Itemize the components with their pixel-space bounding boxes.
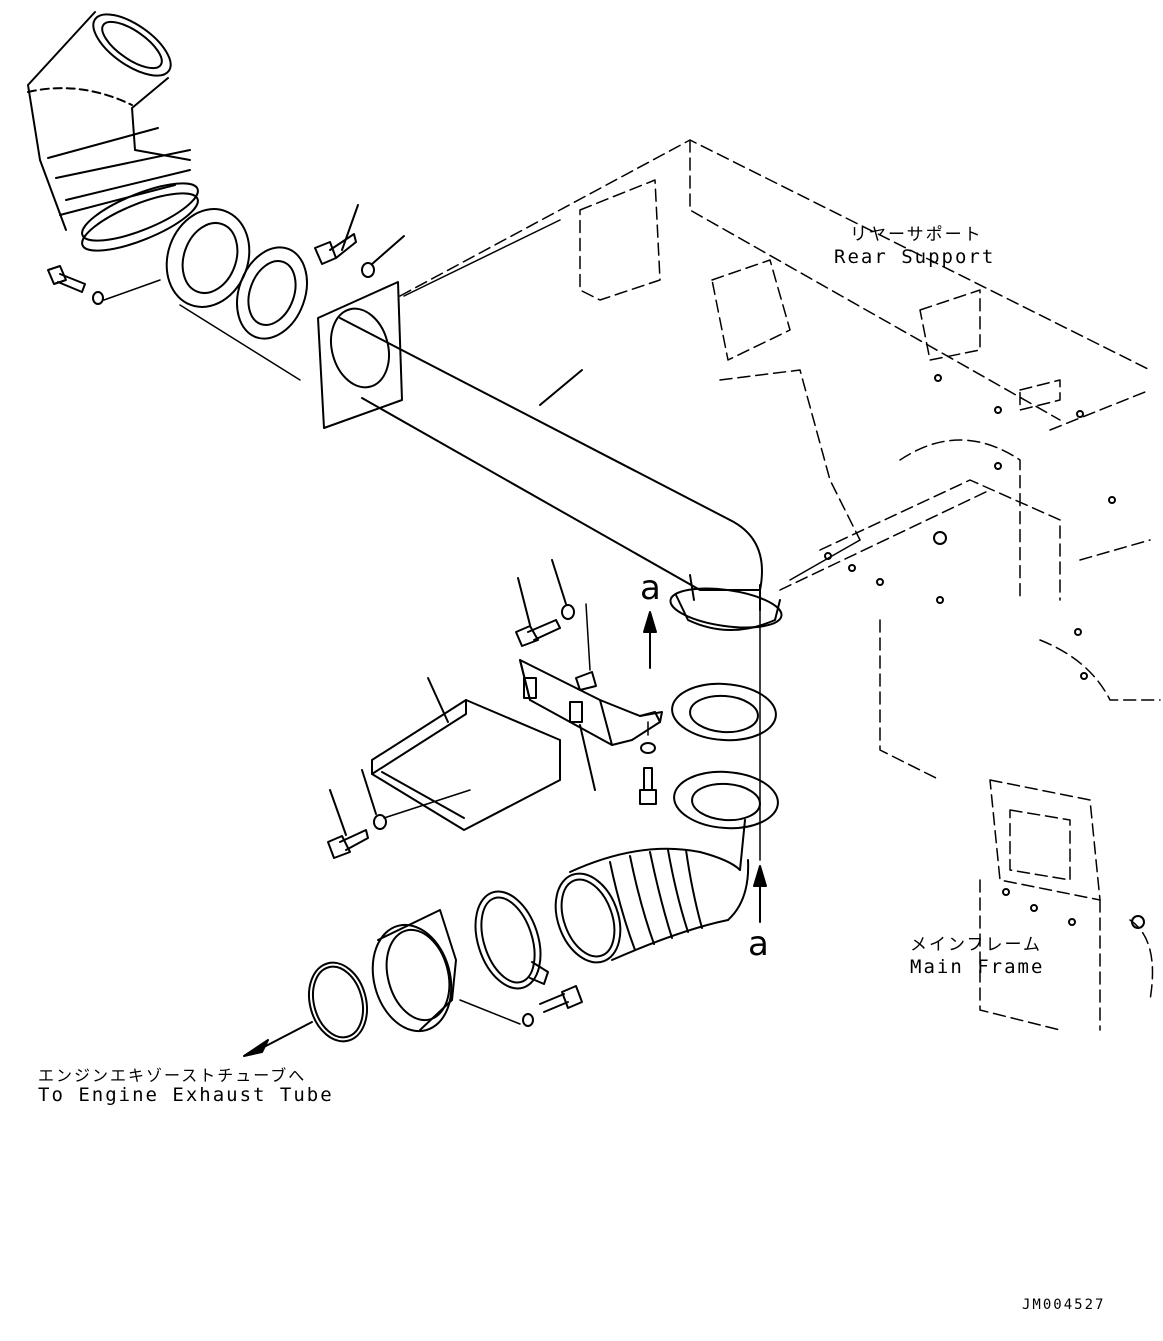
inlet-flange-plate [165,208,251,308]
exhaust-pipe [317,219,763,591]
drawing-code: JM004527 [1022,1297,1106,1313]
upper-flange [81,182,199,252]
lower-flange [673,770,779,830]
middle-gasket [671,682,777,742]
bolt-top [314,233,357,265]
leader-bolt-top [341,204,359,251]
main-frame-label-jp: メインフレーム [910,935,1042,955]
washer-clamp [522,1013,534,1027]
arrow-up-a-lower [753,865,767,923]
bolt-bracket [515,619,561,647]
bolt-left [47,265,86,293]
support-plate [371,677,561,831]
bolt-plate [327,829,369,859]
rear-support-frame [399,139,1161,1031]
washer-plate [373,814,387,830]
inlet-gasket [236,246,308,340]
rear-support-label-jp: リヤーサポート [850,225,983,245]
marker-a-lower: a [748,924,769,964]
leader-washer-plate [361,769,377,815]
bellows-pipe [554,819,750,964]
band-clamp [474,890,549,990]
exhaust-arrow [243,1021,313,1057]
adapter-flange [371,909,457,1033]
leader-pipe [539,369,583,406]
exhaust-tube-label-en: To Engine Exhaust Tube [38,1084,334,1106]
leader-support-plate [427,677,449,723]
upper-elbow-pipe [27,11,191,231]
mounting-bracket [519,659,663,746]
rear-support-label-en: Rear Support [834,246,996,268]
washer-bracket [561,604,575,620]
washer-top [361,262,375,278]
leader-washer-top [371,235,405,265]
exhaust-tube-label-jp: エンジンエキゾーストチューブへ [38,1066,307,1085]
arrow-up-a [643,611,657,669]
leader-washer-bracket [551,559,567,605]
pipe-elbow-flange [669,574,783,631]
washer-left [92,291,104,305]
leader-bolt-plate [329,789,347,836]
leader-bolt-bracket [517,577,531,626]
washer-vertical [640,742,656,754]
frame-bolt-holes [824,374,1145,929]
leader-bracket [579,724,596,791]
main-frame-label-en: Main Frame [910,956,1045,978]
marker-a-upper: a [640,568,661,608]
seal-ring [308,961,368,1043]
bolt-clamp [539,985,583,1013]
bolt-vertical [639,767,657,805]
